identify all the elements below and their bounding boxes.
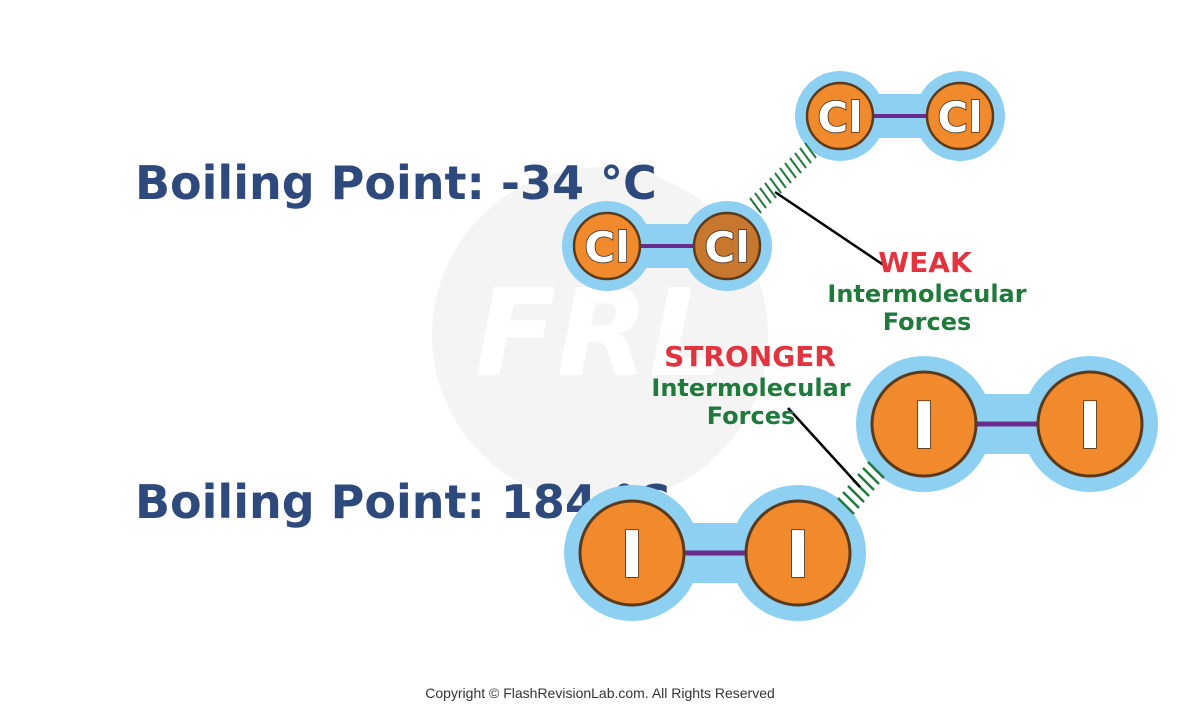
- chlorine-molecule-upper: Cl Cl: [795, 71, 1005, 161]
- chlorine-atom: Cl: [925, 81, 995, 151]
- stronger-force-label: STRONGER Intermolecular Forces: [651, 340, 850, 430]
- atom-symbol: I: [912, 390, 936, 464]
- atom-symbol: Cl: [584, 223, 629, 272]
- weak-force-label: WEAK Intermolecular Forces: [827, 246, 1026, 336]
- chlorine-molecule-lower: Cl Cl: [562, 201, 772, 291]
- chlorine-atom: Cl: [572, 211, 642, 281]
- atom-symbol: I: [786, 519, 810, 593]
- stronger-label: STRONGER: [664, 340, 836, 373]
- iodine-atom: I: [744, 499, 852, 607]
- weak-label: WEAK: [878, 246, 973, 279]
- atom-symbol: I: [1078, 390, 1102, 464]
- atom-symbol: Cl: [937, 93, 982, 142]
- chlorine-boiling-point: Boiling Point: -34 °C: [135, 156, 657, 210]
- stronger-label-line2: Forces: [707, 402, 796, 430]
- atom-symbol: Cl: [817, 93, 862, 142]
- iodine-atom: I: [1036, 370, 1144, 478]
- stronger-label-line1: Intermolecular: [651, 374, 850, 402]
- weak-label-line2: Forces: [883, 308, 972, 336]
- atom-symbol: Cl: [704, 223, 749, 272]
- iodine-molecule-upper: I I: [856, 356, 1158, 492]
- weak-label-line1: Intermolecular: [827, 280, 1026, 308]
- atom-symbol: I: [620, 519, 644, 593]
- stronger-force-pointer: [787, 407, 861, 488]
- chlorine-atom: Cl: [692, 211, 762, 281]
- copyright-footer: Copyright © FlashRevisionLab.com. All Ri…: [425, 685, 775, 701]
- weak-force-pointer: [774, 190, 889, 270]
- iodine-molecule-lower: I I: [564, 485, 866, 621]
- iodine-atom: I: [578, 499, 686, 607]
- weak-force-hatch: [749, 142, 817, 214]
- iodine-atom: I: [870, 370, 978, 478]
- chlorine-atom: Cl: [805, 81, 875, 151]
